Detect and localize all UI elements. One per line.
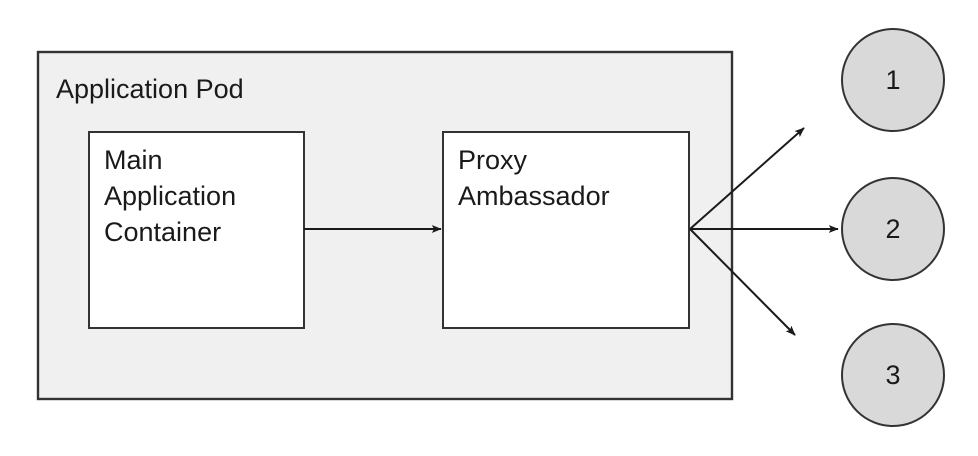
- endpoint-circle-1[interactable]: [841, 28, 945, 132]
- endpoint-circle-2[interactable]: [841, 177, 945, 281]
- proxy-ambassador-label: Proxy Ambassador: [458, 145, 610, 211]
- connector-proxy-to-endpoint-3-arrow: [689, 228, 796, 336]
- proxy-ambassador-box: [442, 131, 690, 329]
- endpoint-label-3: 3: [885, 360, 901, 390]
- endpoint-circle-3[interactable]: [841, 323, 945, 427]
- application-pod-label: Application Pod: [56, 74, 244, 104]
- endpoint-label-2: 2: [885, 214, 901, 244]
- main-application-container-label: Main Application Container: [104, 145, 237, 247]
- main-application-container-box: [88, 131, 305, 329]
- connector-proxy-to-endpoint-1-arrow: [689, 127, 805, 230]
- endpoint-label-1: 1: [885, 65, 901, 95]
